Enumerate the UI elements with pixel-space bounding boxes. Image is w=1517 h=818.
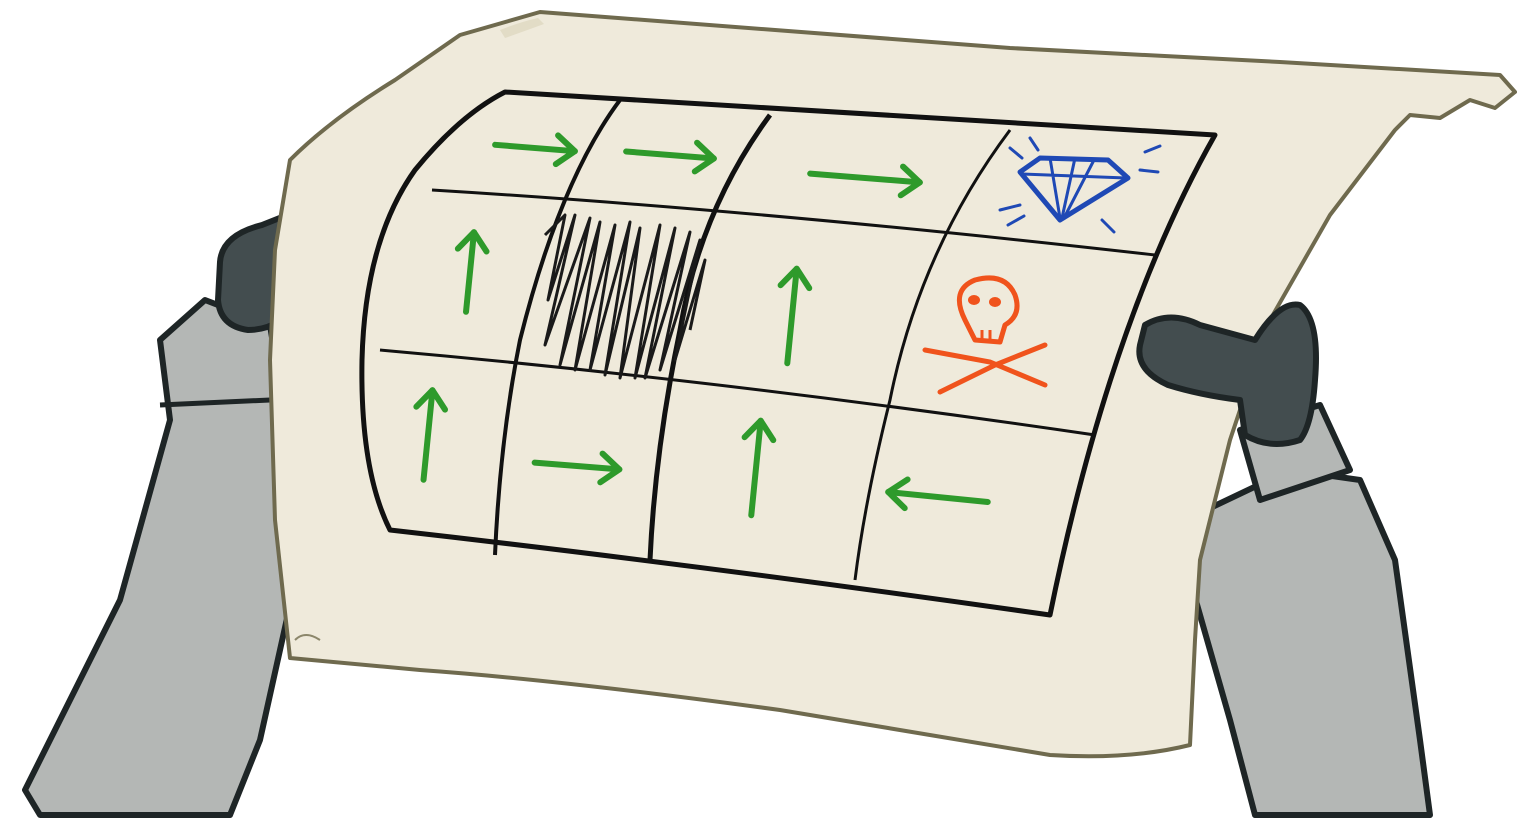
left-robot-arm — [25, 300, 300, 815]
